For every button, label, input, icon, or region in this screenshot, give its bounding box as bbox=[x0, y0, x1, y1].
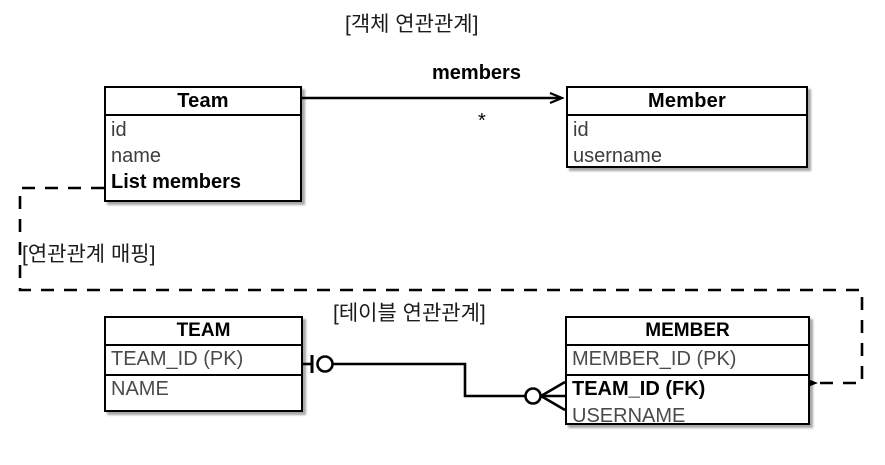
er-cell-team-name: NAME bbox=[106, 376, 301, 404]
er-relationship-connector bbox=[303, 355, 566, 412]
uml-class-team-name: Team bbox=[106, 88, 300, 116]
er-column-username: USERNAME bbox=[572, 405, 686, 427]
uml-attr-team-id: id bbox=[111, 119, 127, 141]
crows-foot bbox=[540, 380, 566, 412]
mapping-label: [연관관계 매핑] bbox=[22, 243, 156, 266]
uml-attr-team-name: name bbox=[111, 145, 162, 167]
er-cell-member-fk-group: TEAM_ID (FK) USERNAME bbox=[567, 376, 808, 431]
uml-attr-member-username: username bbox=[573, 145, 662, 167]
er-column-name: NAME bbox=[111, 378, 169, 400]
er-table-team-name: TEAM bbox=[106, 318, 301, 346]
uml-attr-member-id: id bbox=[573, 119, 589, 141]
er-column-member-id: MEMBER_ID (PK) bbox=[572, 348, 737, 370]
er-column-team-id-fk: TEAM_ID (FK) bbox=[572, 378, 706, 400]
er-table-team[interactable]: TEAM TEAM_ID (PK) NAME bbox=[104, 316, 303, 412]
uml-class-member-attributes: id username bbox=[568, 116, 806, 171]
uml-class-team[interactable]: Team id name List members bbox=[104, 86, 302, 202]
er-cell-team-pk: TEAM_ID (PK) bbox=[106, 346, 301, 376]
association-label: members bbox=[432, 62, 521, 84]
uml-class-member[interactable]: Member id username bbox=[566, 86, 808, 168]
er-table-member[interactable]: MEMBER MEMBER_ID (PK) TEAM_ID (FK) USERN… bbox=[565, 316, 810, 427]
object-section-title: [객체 연관관계] bbox=[345, 13, 479, 36]
uml-class-member-name: Member bbox=[568, 88, 806, 116]
er-cell-member-pk: MEMBER_ID (PK) bbox=[567, 346, 808, 376]
table-section-title: [테이블 연관관계] bbox=[333, 302, 486, 325]
association-multiplicity: * bbox=[478, 110, 486, 132]
er-table-member-name: MEMBER bbox=[567, 318, 808, 346]
uml-class-team-attributes: id name List members bbox=[106, 116, 300, 197]
uml-attr-team-members: List members bbox=[111, 171, 242, 193]
er-column-team-id: TEAM_ID (PK) bbox=[111, 348, 244, 370]
